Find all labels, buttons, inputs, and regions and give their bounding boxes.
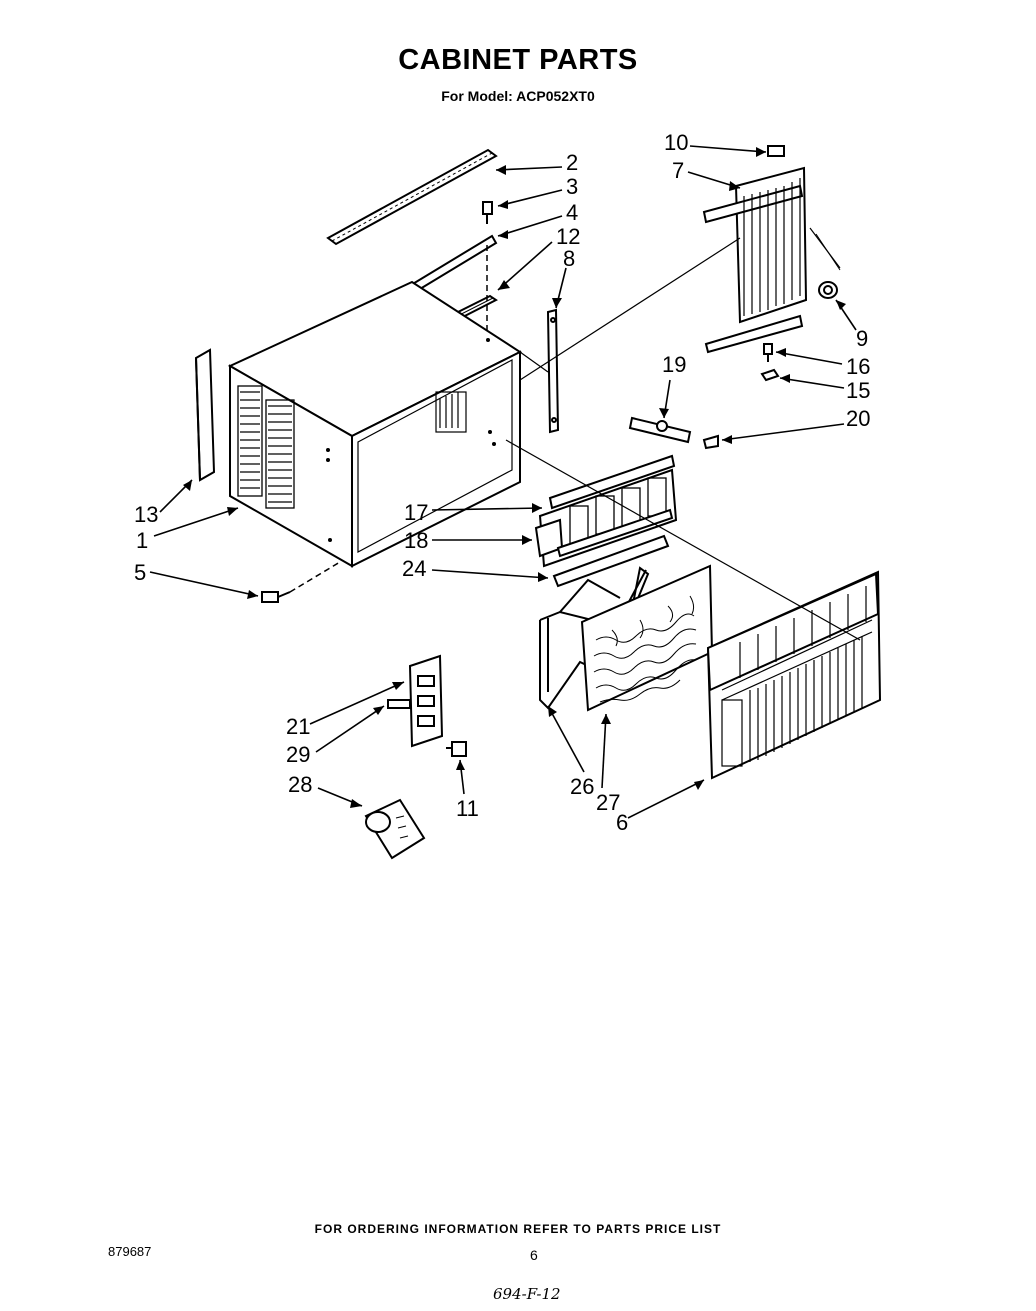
callout-2: 2 (566, 150, 578, 175)
part-latch-19 (628, 416, 692, 444)
page-title: CABINET PARTS (398, 44, 638, 76)
callout-28: 28 (288, 772, 312, 797)
callout-1: 1 (136, 528, 148, 553)
part-side-seal (194, 348, 216, 482)
callout-16: 16 (846, 354, 870, 379)
callout-20: 20 (846, 406, 870, 431)
part-rear-grille (702, 166, 841, 354)
callout-4: 4 (566, 200, 578, 225)
callout-5: 5 (134, 560, 146, 585)
document-number: 879687 (108, 1244, 152, 1259)
callout-3: 3 (566, 174, 578, 199)
part-screw-top (482, 201, 493, 224)
callout-19: 19 (662, 352, 686, 377)
callout-9: 9 (856, 326, 868, 351)
callout-7: 7 (672, 158, 684, 183)
callout-8: 8 (563, 246, 575, 271)
part-front-grille (706, 570, 882, 780)
part-cabinet-shell (227, 280, 523, 568)
callout-6: 6 (616, 810, 628, 835)
model-subtitle: For Model: ACP052XT0 (441, 88, 595, 104)
ordering-note: FOR ORDERING INFORMATION REFER TO PARTS … (314, 1222, 722, 1236)
callout-13: 13 (134, 502, 158, 527)
callout-26: 26 (570, 774, 594, 799)
part-clip-20 (702, 434, 719, 450)
part-screw-bottom (261, 561, 341, 603)
callout-27: 27 (596, 790, 620, 815)
part-bottom-seal (552, 534, 670, 588)
part-grille-screw (767, 145, 785, 157)
part-knob-9 (818, 281, 838, 299)
part-top-rail (326, 148, 498, 246)
callout-18: 18 (404, 528, 428, 553)
callout-12: 12 (556, 224, 580, 249)
part-rod-29 (387, 699, 411, 709)
part-nameplate (364, 798, 426, 860)
callout-24: 24 (402, 556, 426, 581)
part-vane-assembly (534, 454, 678, 568)
part-knob-11 (446, 741, 467, 757)
part-clip-15 (760, 368, 780, 382)
part-vertical-bracket (546, 308, 560, 434)
callout-11: 11 (456, 796, 479, 821)
part-screw-16 (763, 343, 773, 362)
callout-29: 29 (286, 742, 310, 767)
callout-17: 17 (404, 500, 428, 525)
callout-21: 21 (286, 714, 310, 739)
part-control-panel (408, 654, 444, 748)
callout-10: 10 (664, 130, 688, 155)
callout-15: 15 (846, 378, 870, 403)
page-number: 6 (530, 1247, 538, 1263)
handwritten-note: 694-F-12 (493, 1285, 561, 1303)
